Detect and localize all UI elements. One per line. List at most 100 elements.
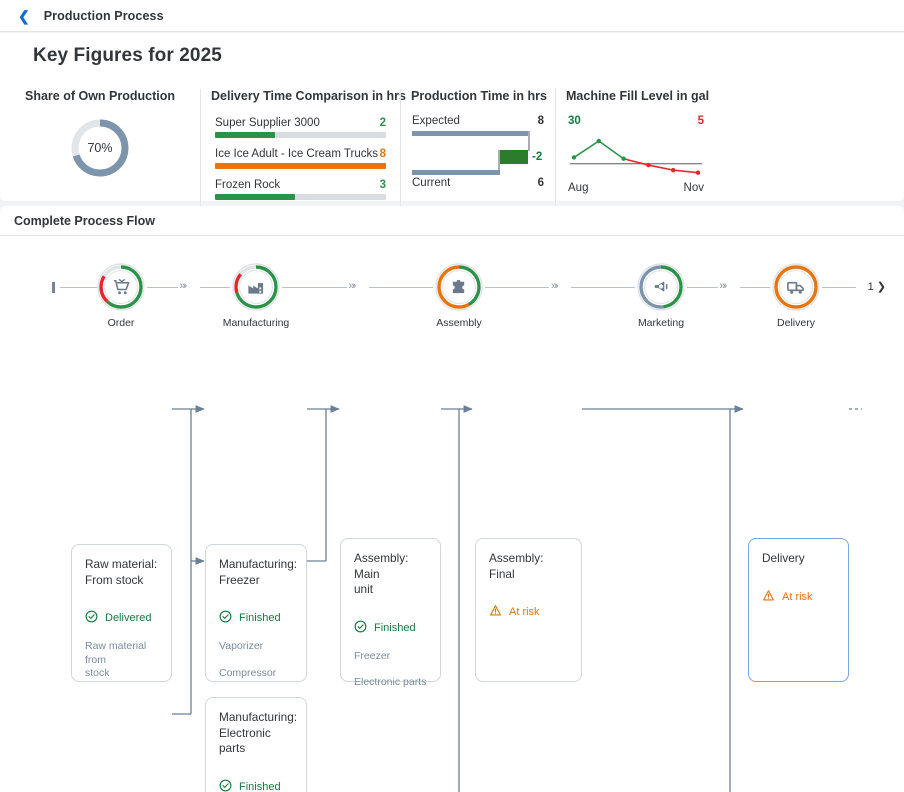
warning-triangle-icon [762, 589, 775, 605]
check-circle-icon [85, 610, 98, 626]
flow-node-card[interactable]: Manufacturing:Electronic partsFinishedCo… [205, 697, 307, 792]
flow-node-item: Electronic parts [354, 676, 427, 689]
bullet-fill [215, 194, 296, 200]
flow-node-status: Finished [354, 620, 427, 636]
step-status-ring [637, 263, 685, 311]
delivery-bullet-row[interactable]: Frozen Rock 3 [211, 179, 390, 200]
flow-node-card[interactable]: Delivery At risk [748, 538, 849, 682]
step-status-ring [772, 263, 820, 311]
expected-label: Expected [412, 115, 460, 127]
process-step-marketing[interactable]: Marketing [622, 263, 700, 329]
bullet-track [215, 163, 386, 169]
truck-icon [787, 281, 804, 294]
kpi-fill-title: Machine Fill Level in gal [566, 89, 710, 103]
delta-value: -2 [532, 151, 543, 163]
flow-node-item: Vaporizer [219, 640, 264, 653]
expected-bar [412, 131, 530, 136]
flow-node-status: Finished [219, 610, 293, 626]
page-indicator[interactable]: 1 ❯ [868, 280, 886, 293]
fill-min-value: 5 [697, 115, 704, 127]
step-status-ring [435, 263, 483, 311]
kpi-production-time[interactable]: Production Time in hrs Expected 8 -2 Cur… [400, 89, 555, 210]
bullet-value: 2 [379, 117, 386, 129]
current-value: 6 [537, 177, 544, 189]
kpi-delivery-time-comparison[interactable]: Delivery Time Comparison in hrs Super Su… [200, 89, 406, 210]
kpi-machine-fill-level[interactable]: Machine Fill Level in gal 30 5 Aug Nov [555, 89, 715, 210]
process-step-delivery[interactable]: Delivery [757, 263, 835, 329]
flow-node-card[interactable]: Assembly: Final At risk [475, 538, 582, 682]
donut-svg [71, 119, 129, 177]
page-number: 1 [867, 281, 874, 293]
check-circle-icon [219, 610, 232, 626]
bullet-track [215, 194, 386, 200]
bullet-value: 8 [379, 148, 386, 160]
bullet-fill [215, 163, 386, 169]
process-step-assembly[interactable]: Assembly [420, 263, 498, 329]
flow-header-title: Complete Process Flow [14, 213, 156, 228]
flow-node-status: At risk [489, 604, 568, 620]
kpi-production-title: Production Time in hrs [411, 89, 547, 103]
flow-node-title: Manufacturing:Freezer [219, 557, 298, 587]
bullet-track [215, 132, 386, 138]
production-delta-chart: Expected 8 -2 Current 6 [412, 115, 544, 191]
factory-icon [248, 283, 264, 294]
bullet-label: Ice Ice Adult - Ice Cream Trucks [215, 148, 378, 160]
page-title: Production Process [43, 8, 164, 23]
chevron-right-icon[interactable]: ❯ [876, 281, 886, 293]
fill-start-label: Aug [568, 182, 589, 194]
start-marker-icon [52, 282, 55, 293]
flow-node-status-label: At risk [509, 606, 540, 619]
current-tick [498, 150, 500, 172]
bullet-value: 3 [379, 179, 386, 191]
machine-fill-line-chart: 30 5 Aug Nov [566, 115, 706, 194]
bullet-label: Frozen Rock [215, 179, 281, 191]
step-status-ring [232, 263, 280, 311]
flow-node-status-label: Finished [374, 621, 416, 634]
step-label: Manufacturing [222, 317, 290, 329]
check-circle-icon [354, 620, 367, 636]
share-donut-chart: 70% [69, 117, 131, 179]
check-circle-icon [219, 779, 232, 792]
step-label: Order [107, 317, 135, 329]
step-status-ring [97, 263, 145, 311]
flow-node-title: Delivery [762, 551, 805, 565]
share-donut-value: 70% [87, 141, 113, 155]
flow-node-title: Raw material:From stock [85, 557, 158, 587]
bullet-fill [215, 132, 275, 138]
flow-node-status-label: Delivered [105, 612, 152, 625]
flow-node-status: At risk [762, 589, 835, 605]
fill-end-label: Nov [683, 182, 704, 194]
back-navigation-icon[interactable]: ❮ [18, 7, 30, 24]
flow-node-item: Compressor [219, 666, 277, 679]
kpi-columns: Share of Own Production 70% Delivery Tim… [0, 89, 904, 210]
fill-max-value: 30 [568, 115, 581, 127]
step-label: Assembly [436, 317, 482, 329]
key-figures-title: Key Figures for 2025 [33, 45, 222, 66]
step-label: Marketing [637, 317, 685, 329]
current-label: Current [412, 177, 451, 189]
shopping-cart-icon [113, 278, 130, 295]
process-step-manufacturing[interactable]: Manufacturing [217, 263, 295, 329]
flow-node-status: Finished [219, 779, 293, 792]
process-step-order[interactable]: Order [82, 263, 160, 329]
flow-node-title: Assembly: Final [489, 551, 544, 581]
megaphone-icon [654, 281, 668, 292]
flow-node-title: Manufacturing:Electronic parts [219, 710, 298, 756]
flow-node-status-label: Finished [239, 780, 281, 792]
flow-node-status: Delivered [85, 610, 158, 626]
step-label: Delivery [777, 317, 815, 329]
expected-value: 8 [537, 115, 544, 127]
kpi-share-of-own-production[interactable]: Share of Own Production 70% [0, 89, 200, 210]
